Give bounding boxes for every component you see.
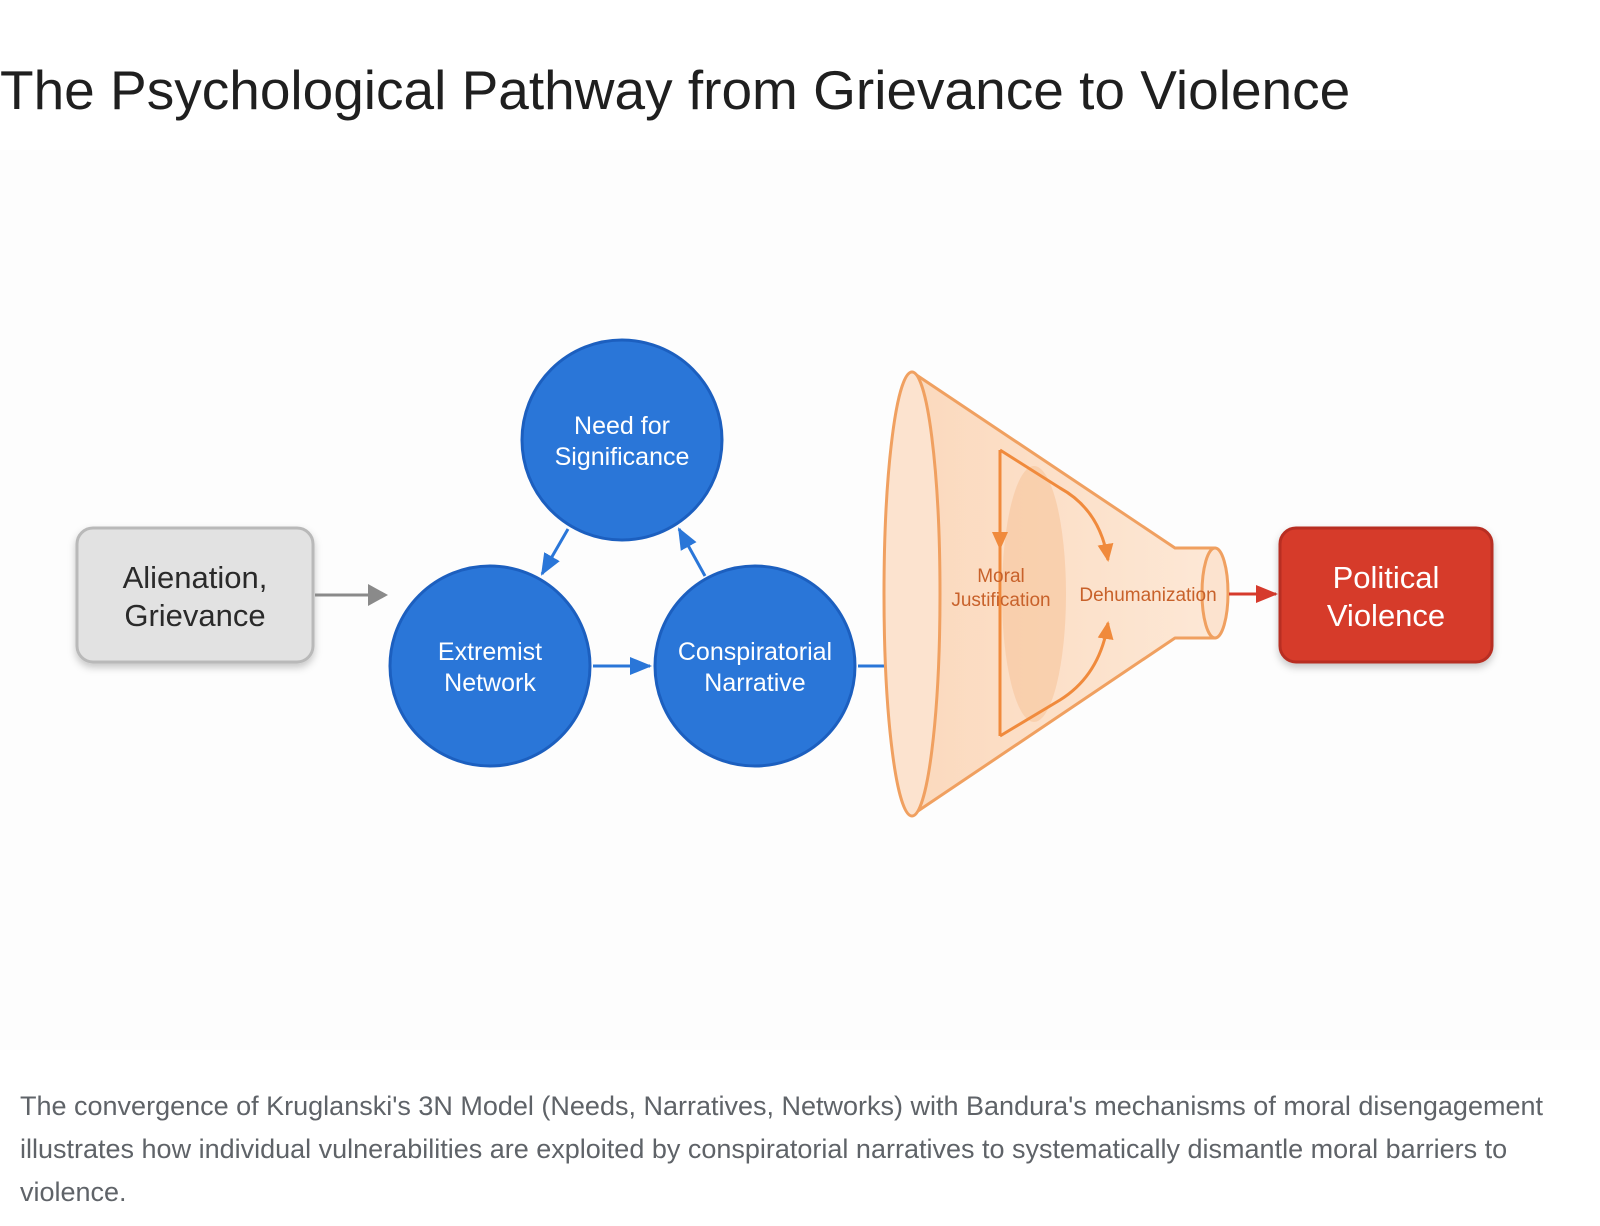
narrative-label-line1: Conspiratorial bbox=[678, 638, 832, 666]
extremist-network-node: Extremist Network bbox=[388, 564, 592, 768]
figure-caption: The convergence of Kruglanski's 3N Model… bbox=[20, 1091, 1543, 1207]
page-title: The Psychological Pathway from Grievance… bbox=[0, 59, 1351, 121]
dehumanization-label: Dehumanization bbox=[1079, 585, 1216, 606]
arrow-to-network-head bbox=[368, 584, 388, 606]
alienation-grievance-box: Alienation, Grievance bbox=[75, 526, 315, 664]
need-label-line2: Significance bbox=[555, 443, 690, 471]
political-violence-box: Political Violence bbox=[1278, 526, 1494, 664]
arrow-need-to-network bbox=[540, 528, 570, 576]
alienation-label-line2: Grievance bbox=[124, 598, 265, 633]
network-label-line1: Extremist bbox=[438, 638, 542, 666]
network-label-line2: Network bbox=[444, 669, 536, 697]
need-label-line1: Need for bbox=[574, 412, 670, 440]
moral-disengagement-funnel: Moral Justification Dehumanization bbox=[882, 370, 1230, 818]
need-for-significance-node: Need for Significance bbox=[520, 338, 724, 542]
moral-justification-line2: Justification bbox=[951, 590, 1050, 611]
conspiratorial-narrative-node: Conspiratorial Narrative bbox=[653, 564, 857, 768]
alienation-label-line1: Alienation, bbox=[123, 560, 268, 595]
political-violence-line1: Political bbox=[1333, 560, 1440, 595]
pathway-diagram: Alienation, Grievance Need for Significa… bbox=[0, 150, 1600, 1050]
diagram-canvas: Alienation, Grievance Need for Significa… bbox=[75, 338, 1494, 818]
narrative-label-line2: Narrative bbox=[704, 669, 805, 697]
moral-justification-line1: Moral bbox=[977, 566, 1025, 587]
political-violence-line2: Violence bbox=[1327, 598, 1445, 633]
arrow-narrative-to-need bbox=[677, 527, 707, 577]
